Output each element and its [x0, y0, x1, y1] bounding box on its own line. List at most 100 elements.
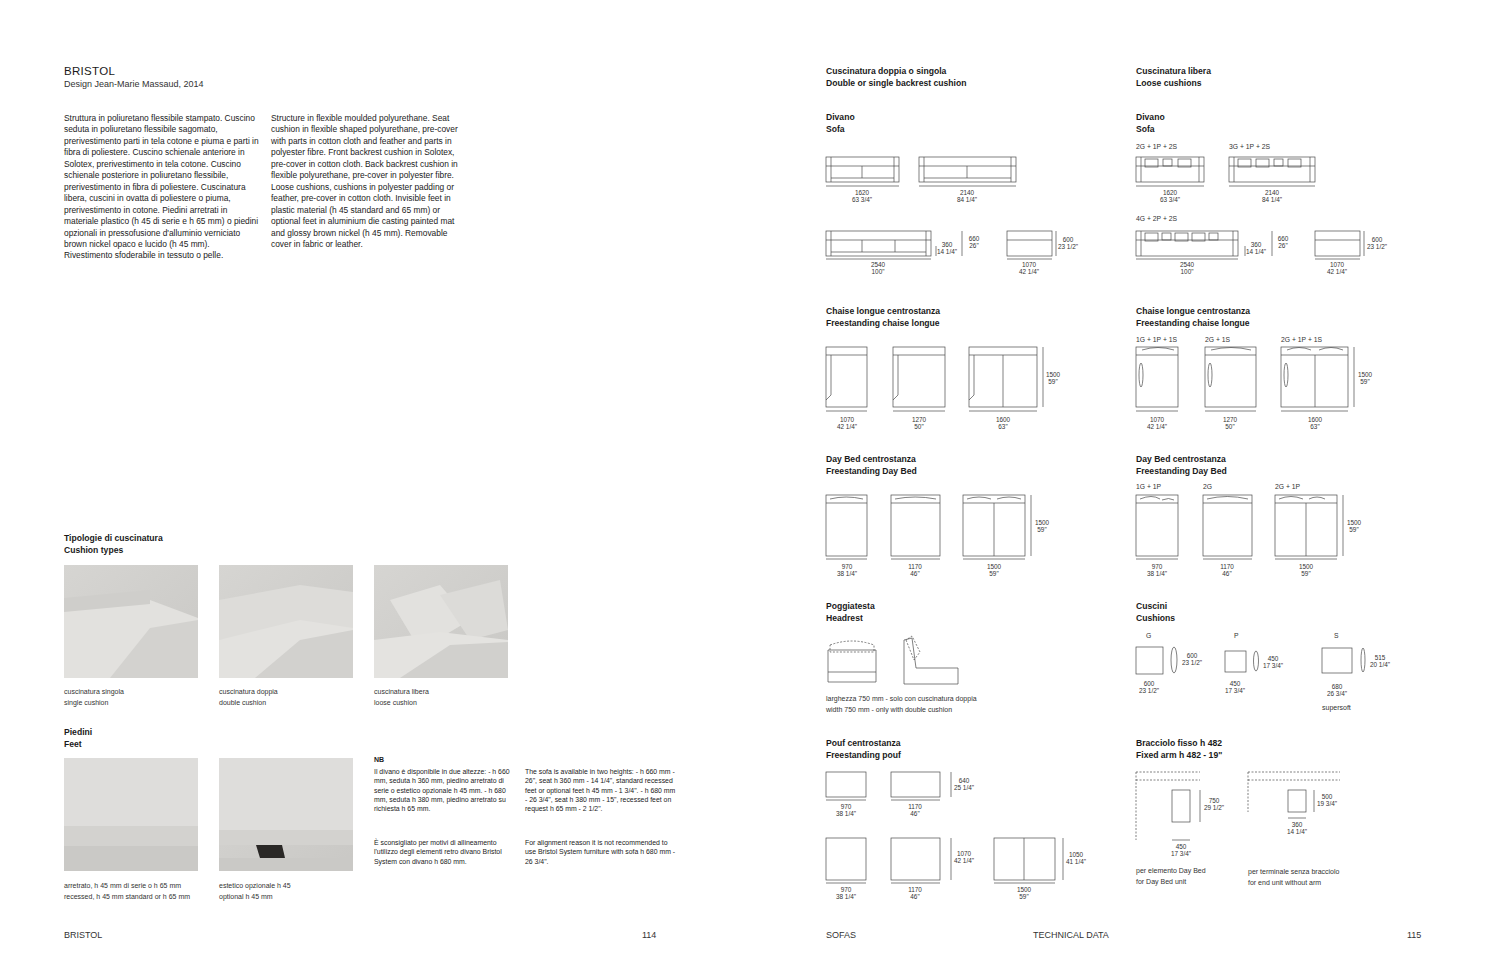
dimension: 100" — [872, 268, 885, 275]
caption: cuscinatura singola — [64, 688, 124, 696]
dimension: 63" — [998, 423, 1007, 430]
dimension: 1620 — [855, 189, 869, 196]
dimension: 515 — [1375, 654, 1386, 661]
page-title: BRISTOL — [64, 65, 115, 78]
dimension: 59" — [1037, 526, 1046, 533]
dimension: 660 — [1278, 235, 1289, 242]
cushion-code: G — [1146, 632, 1151, 640]
dimension: 1170 — [1220, 563, 1234, 570]
footer-text: BRISTOL — [64, 930, 102, 940]
caption: larghezza 750 mm - solo con cuscinatura … — [826, 695, 977, 703]
section-heading: Pouf centrostanza — [826, 739, 901, 749]
section-heading: Tipologie di cuscinatura — [64, 534, 163, 544]
dimension: 600 — [1187, 652, 1198, 659]
caption: arretrato, h 45 mm di serie o h 65 mm — [64, 882, 181, 890]
cushion-code: 2G + 1P + 2S — [1136, 143, 1177, 151]
dimension: 63" — [1310, 423, 1319, 430]
dimension: 17 3/4" — [1171, 850, 1191, 857]
section-heading: Cuscini — [1136, 602, 1167, 612]
dimension: 1050 — [1069, 851, 1083, 858]
dimension: 1600 — [996, 416, 1010, 423]
note-text: For alignment reason it is not recommend… — [525, 838, 677, 866]
dimension: 17 3/4" — [1263, 662, 1283, 669]
dimension: 42 1/4" — [837, 423, 857, 430]
caption: supersoft — [1322, 704, 1351, 712]
caption: recessed, h 45 mm standard or h 65 mm — [64, 893, 190, 901]
dimension: 23 1/2" — [1139, 687, 1159, 694]
cushion-code: S — [1334, 632, 1339, 640]
dimension: 29 1/2" — [1204, 804, 1224, 811]
subtitle: Design Jean-Marie Massaud, 2014 — [64, 79, 204, 89]
caption: estetico opzionale h 45 — [219, 882, 291, 890]
dimension: 2140 — [1265, 189, 1279, 196]
dimension: 1500 — [1046, 371, 1060, 378]
cushion-code: P — [1234, 632, 1239, 640]
line-drawings — [826, 157, 1365, 883]
dimension: 970 — [842, 563, 853, 570]
dimension: 500 — [1322, 793, 1333, 800]
dimension: 59" — [989, 570, 998, 577]
description-paragraph: Struttura in poliuretano flessibile stam… — [64, 113, 260, 262]
section-heading: Freestanding chaise longue — [1136, 319, 1250, 329]
note-text: È sconsigliato per motivi di allineament… — [374, 838, 514, 866]
dimension: 360 — [1292, 821, 1303, 828]
dimension: 59" — [1349, 526, 1358, 533]
dimension: 450 — [1268, 655, 1279, 662]
footer-text: TECHNICAL DATA — [1033, 930, 1109, 940]
dimension: 14 1/4" — [1246, 248, 1266, 255]
dimension: 42 1/4" — [1327, 268, 1347, 275]
section-heading: Freestanding pouf — [826, 751, 901, 761]
dimension: 63 3/4" — [852, 196, 872, 203]
dimension: 1270 — [912, 416, 926, 423]
cushion-code: 2G + 1S — [1205, 336, 1230, 344]
dimension: 1500 — [987, 563, 1001, 570]
footer-text: SOFAS — [826, 930, 856, 940]
section-heading: Cushions — [1136, 614, 1175, 624]
dimension: 41 1/4" — [1066, 858, 1086, 865]
dimension: 1170 — [908, 563, 922, 570]
section-heading: Loose cushions — [1136, 79, 1201, 89]
cushion-code: 3G + 1P + 2S — [1229, 143, 1270, 151]
note-text: The sofa is available in two heights: - … — [525, 767, 677, 813]
dimension: 59" — [1048, 378, 1057, 385]
cushion-code: 2G + 1P + 1S — [1281, 336, 1322, 344]
dimension: 1500 — [1299, 563, 1313, 570]
dimension: 1170 — [908, 803, 922, 810]
dimension: 42 1/4" — [954, 857, 974, 864]
cushion-code: 2G + 1P — [1275, 483, 1300, 491]
dimension: 23 1/2" — [1058, 243, 1078, 250]
dimension: 46" — [910, 893, 919, 900]
section-heading: Fixed arm h 482 - 19" — [1136, 751, 1222, 761]
section-heading: Cushion types — [64, 546, 123, 556]
dimension: 1070 — [957, 850, 971, 857]
dimension: 600 — [1063, 236, 1074, 243]
dimension: 600 — [1372, 236, 1383, 243]
dimension: 50" — [1225, 423, 1234, 430]
dimension: 970 — [841, 803, 852, 810]
caption: per elemento Day Bed — [1136, 867, 1206, 875]
dimension: 63 3/4" — [1160, 196, 1180, 203]
dimension: 660 — [969, 235, 980, 242]
dimension: 1170 — [908, 886, 922, 893]
dimension: 38 1/4" — [836, 810, 856, 817]
dimension: 26" — [969, 242, 978, 249]
dimension: 680 — [1332, 683, 1343, 690]
dimension: 26" — [1278, 242, 1287, 249]
dimension: 970 — [841, 886, 852, 893]
dimension: 38 1/4" — [1147, 570, 1167, 577]
dimension: 2140 — [960, 189, 974, 196]
section-heading: Divano — [826, 113, 855, 123]
dimension: 1070 — [1150, 416, 1164, 423]
section-heading: Cuscinatura libera — [1136, 67, 1211, 77]
dimension: 19 3/4" — [1317, 800, 1337, 807]
section-heading: Day Bed centrostanza — [1136, 455, 1226, 465]
caption: single cushion — [64, 699, 108, 707]
cushion-code: 1G + 1P — [1136, 483, 1161, 491]
dimension: 1620 — [1163, 189, 1177, 196]
caption: cuscinatura libera — [374, 688, 429, 696]
dimension: 750 — [1209, 797, 1220, 804]
section-heading: Sofa — [826, 125, 845, 135]
dimension: 970 — [1152, 563, 1163, 570]
section-heading: Headrest — [826, 614, 863, 624]
dimension: 38 1/4" — [837, 570, 857, 577]
